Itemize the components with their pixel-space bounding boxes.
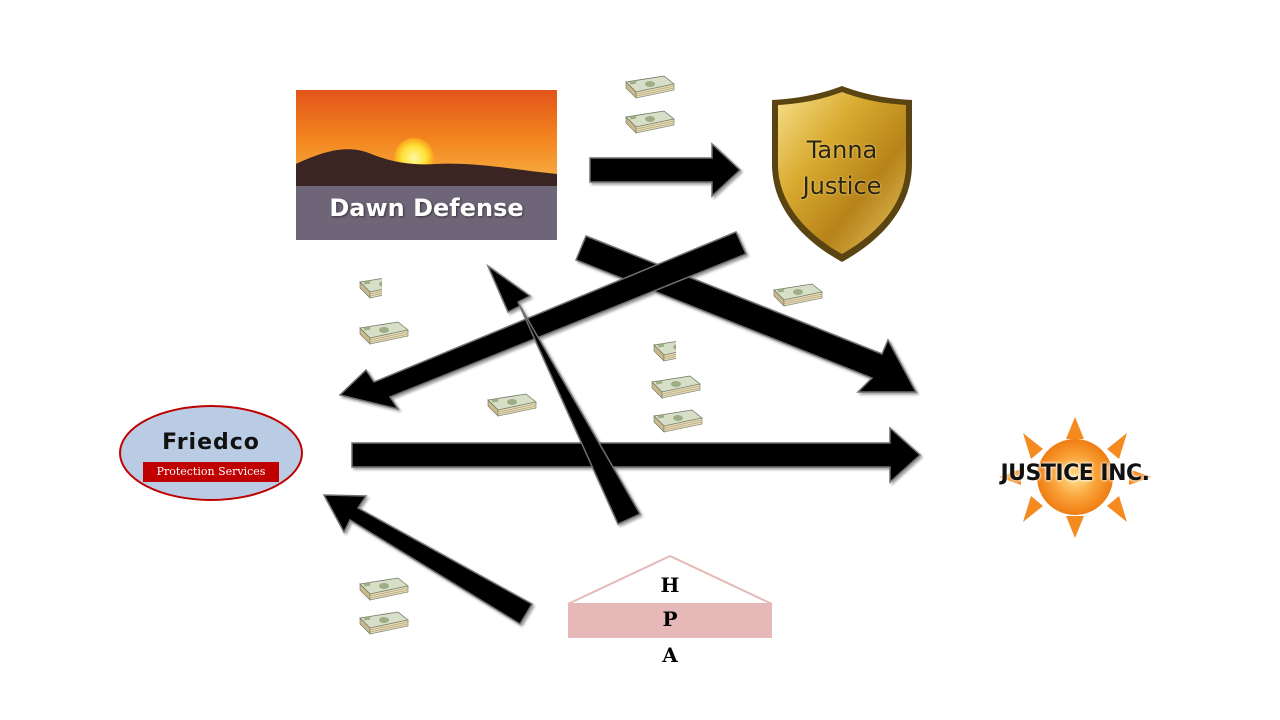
house-roof-icon bbox=[567, 554, 773, 638]
hpa-logo: H P A bbox=[566, 554, 774, 670]
dawn-defense-logo: Dawn Defense bbox=[296, 90, 557, 240]
dawn-defense-label: Dawn Defense bbox=[329, 194, 524, 222]
cash-stack-icon bbox=[772, 278, 824, 308]
arrow-hpa-to-dawn bbox=[486, 263, 642, 525]
hpa-letter-h: H bbox=[660, 573, 680, 597]
cash-stack-icon bbox=[653, 338, 676, 362]
sun-icon bbox=[999, 417, 1151, 538]
tanna-label-line2: Justice bbox=[802, 172, 882, 200]
arrow-tanna-to-friedco bbox=[338, 231, 748, 411]
friedco-logo: Friedco Protection Services bbox=[118, 404, 304, 502]
friedco-subtitle: Protection Services bbox=[143, 462, 279, 482]
cash-stack-icon bbox=[624, 105, 676, 135]
tanna-justice-logo: Tanna Justice bbox=[766, 84, 918, 266]
shield-icon bbox=[772, 86, 912, 262]
tanna-label-line1: Tanna bbox=[806, 136, 878, 164]
justice-inc-logo: JUSTICE INC. bbox=[995, 415, 1155, 540]
cash-stack-icon bbox=[358, 316, 410, 346]
cash-stack-icon bbox=[624, 70, 676, 100]
sunset-icon bbox=[296, 90, 557, 240]
arrow-dawn-to-tanna bbox=[589, 142, 742, 198]
arrow-friedco-to-justice bbox=[351, 426, 922, 484]
cash-stack-icon bbox=[358, 572, 410, 602]
cash-stack-icon bbox=[359, 275, 382, 299]
cash-stack-icon bbox=[652, 404, 704, 434]
justice-inc-label: JUSTICE INC. bbox=[1000, 461, 1150, 486]
arrow-hpa-to-friedco bbox=[322, 494, 534, 626]
cash-stack-icon bbox=[358, 606, 410, 636]
hpa-letter-a: A bbox=[662, 643, 678, 667]
cash-stack-icon bbox=[650, 370, 702, 400]
friedco-name: Friedco bbox=[162, 430, 260, 455]
cash-stack-icon bbox=[486, 388, 538, 418]
hpa-letter-p: P bbox=[662, 607, 678, 631]
